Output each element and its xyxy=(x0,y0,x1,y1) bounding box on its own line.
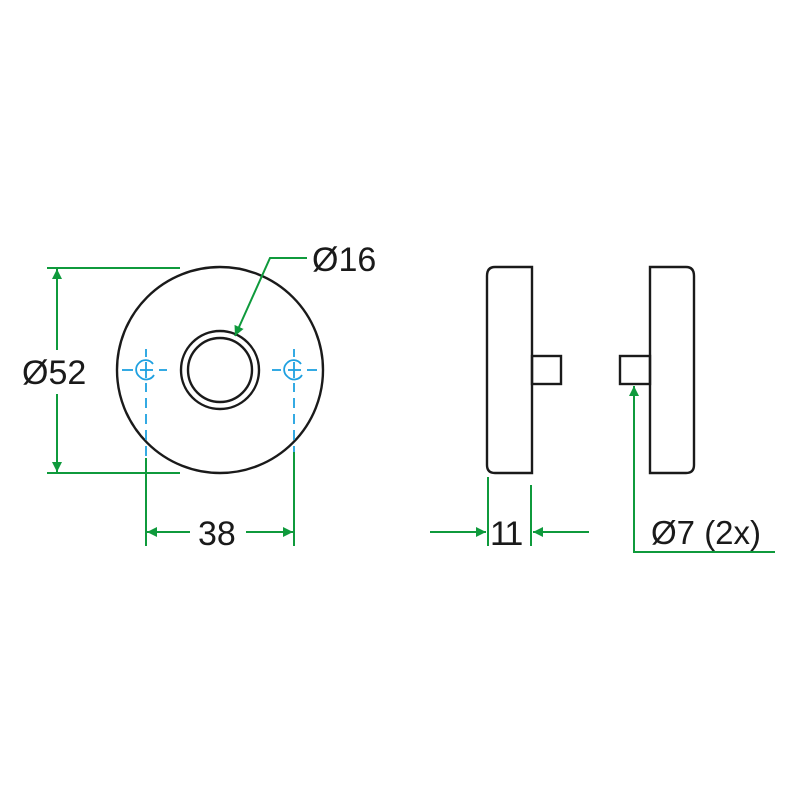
outer-diameter-label: Ø52 xyxy=(22,354,87,392)
leader-bore-diameter xyxy=(234,257,307,337)
pin-left xyxy=(530,354,563,386)
rosette-profile-left xyxy=(485,265,534,475)
dimension-thickness xyxy=(430,477,589,546)
leader-pin-diameter xyxy=(629,386,775,553)
bore-outer-circle xyxy=(179,329,261,411)
dimension-outer-diameter xyxy=(47,267,180,474)
side-view-right xyxy=(618,265,696,475)
thickness-label: 11 xyxy=(490,515,523,553)
pin-right xyxy=(618,354,652,386)
screw-hole-left-icon xyxy=(122,349,167,456)
hole-spacing-label: 38 xyxy=(198,515,236,553)
bore-diameter-label: Ø16 xyxy=(312,241,377,279)
rosette-profile-right xyxy=(648,265,696,475)
side-view-left xyxy=(485,265,563,475)
rosette-outer-circle xyxy=(115,265,325,475)
pin-diameter-label: Ø7 (2x) xyxy=(651,514,762,551)
bore-inner-circle xyxy=(186,336,254,404)
dimension-hole-spacing xyxy=(145,452,295,546)
screw-hole-right-icon xyxy=(272,349,317,456)
front-view xyxy=(115,265,325,475)
